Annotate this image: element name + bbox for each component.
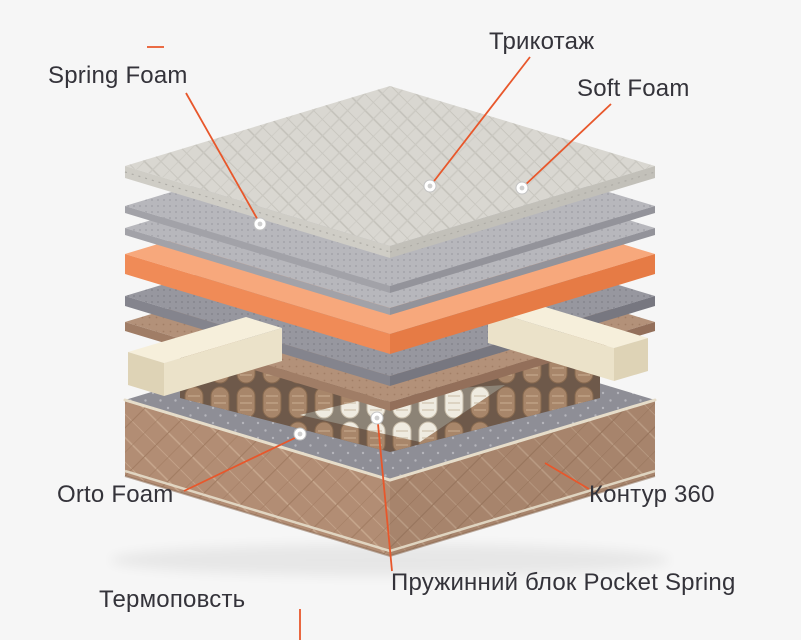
- marker-pocket-spring: [370, 411, 384, 425]
- floor-shadow: [110, 544, 670, 576]
- base-front-left-face: [125, 400, 390, 556]
- mesh1-front-right-face: [390, 206, 655, 293]
- leader-lines: [147, 46, 612, 640]
- knit-front-right-face: [390, 166, 655, 258]
- knit-front-left-face: [125, 166, 390, 258]
- label-soft-foam: Soft Foam: [577, 75, 690, 102]
- base-piping-top: [123, 398, 657, 482]
- label-pocket-spring: Пружинний блок Pocket Spring: [391, 569, 736, 596]
- leader-trikotazh: [430, 56, 531, 186]
- leader-soft-foam: [522, 103, 612, 188]
- rail-left-top-face: [128, 317, 282, 363]
- point-markers: [253, 179, 529, 441]
- label-orto-foam: Orto Foam: [57, 481, 174, 508]
- mesh2-front-left-face: [125, 228, 390, 315]
- springs-white: [300, 385, 505, 442]
- rail-left-front-face: [164, 328, 282, 396]
- leader-pocket-spring: [377, 423, 393, 572]
- marker-trikotazh: [423, 179, 437, 193]
- side-rail-left: [128, 317, 282, 396]
- leader-kontur-360: [544, 462, 590, 490]
- rail-right-end-face: [614, 338, 648, 381]
- mesh1-front-left-face: [125, 206, 390, 293]
- foam-front-right-face: [390, 254, 655, 354]
- base-front-right-face: [390, 400, 655, 556]
- label-termopovst: Термоповсть: [99, 586, 246, 613]
- label-trikotazh: Трикотаж: [489, 28, 595, 55]
- knit-top-layer: [124, 86, 656, 258]
- label-spring-foam: Spring Foam: [48, 62, 188, 89]
- marker-spring-foam: [253, 217, 267, 231]
- leader-spring-foam: [185, 92, 260, 223]
- foam-front-left-face: [125, 254, 390, 354]
- base-right-shade: [390, 400, 655, 556]
- label-kontur-360: Контур 360: [589, 481, 715, 508]
- marker-orto-foam: [293, 427, 307, 441]
- rail-right-front-face: [488, 310, 614, 381]
- rail-left-end-face: [128, 352, 164, 396]
- marker-soft-foam: [515, 181, 529, 195]
- leader-orto-foam: [183, 435, 300, 492]
- mesh2-front-right-face: [390, 228, 655, 315]
